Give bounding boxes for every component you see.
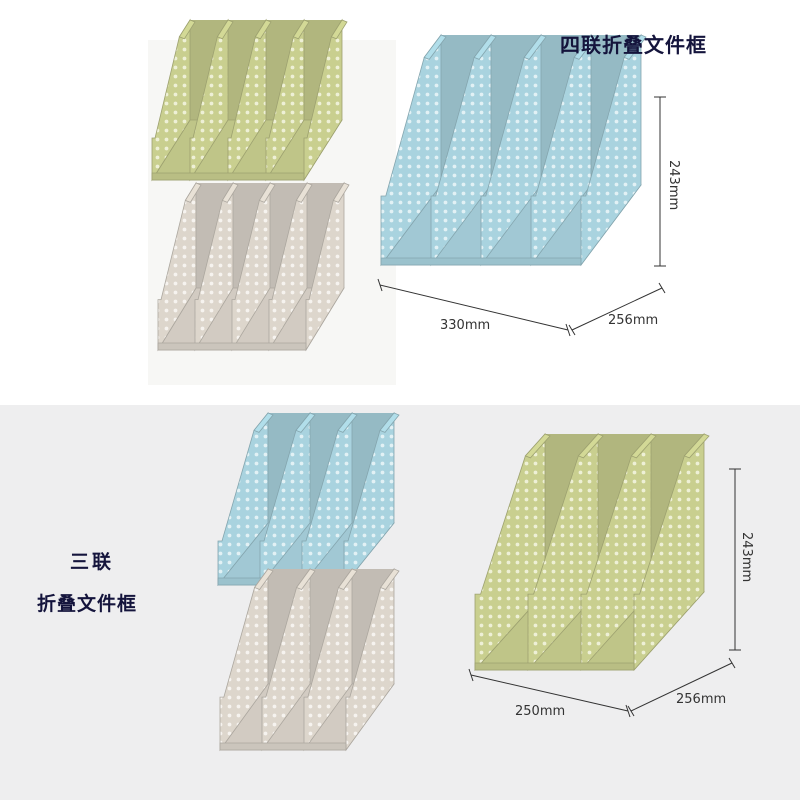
box-rim	[337, 568, 358, 590]
box-rim	[473, 34, 497, 60]
depth-dimension-line	[627, 657, 736, 717]
box-rim	[337, 412, 358, 433]
box-front-lip	[219, 742, 347, 751]
box-rim	[379, 568, 400, 590]
box-rim	[292, 19, 310, 40]
box-rim	[524, 433, 551, 459]
three-slot-file-box-beige	[219, 567, 400, 752]
product-title-three-slot-line1: 三联	[70, 551, 115, 573]
box-rim	[683, 433, 710, 459]
four-slot-file-box-blue	[380, 33, 647, 267]
box-rim	[523, 34, 547, 60]
box-rim	[184, 182, 202, 203]
height-dimension-label: 243mm	[739, 532, 754, 582]
top-product-photo: 243mm 330mm 256mm	[151, 18, 681, 352]
width-dimension-label: 250mm	[515, 704, 565, 719]
box-rim	[295, 568, 316, 590]
box-rim	[253, 412, 274, 433]
four-slot-file-box-beige	[157, 181, 350, 352]
three-slot-file-box-blue	[217, 411, 400, 587]
box-rim	[332, 182, 350, 203]
box-rim	[623, 34, 647, 60]
box-rim	[573, 34, 597, 60]
box-front-lip	[157, 342, 307, 351]
height-dimension-label: 243mm	[666, 160, 681, 210]
box-rim	[630, 433, 657, 459]
box-rim	[295, 182, 313, 203]
top-section: 243mm 330mm 256mm 四联折叠文件框	[151, 18, 707, 352]
product-title-three-slot-line2: 折叠文件框	[37, 593, 138, 615]
box-rim	[253, 568, 274, 590]
depth-dimension-label: 256mm	[676, 692, 726, 707]
box-rim	[295, 412, 316, 433]
height-dimension-line	[729, 468, 741, 651]
box-front-lip	[151, 172, 305, 181]
box-front-lip	[380, 257, 582, 266]
box-rim	[178, 19, 196, 40]
box-front-lip	[474, 662, 635, 671]
depth-dimension-label: 256mm	[608, 313, 658, 328]
product-title-four-slot: 四联折叠文件框	[560, 33, 707, 57]
height-dimension-line	[654, 96, 666, 267]
bottom-product-photo: 243mm 250mm 256mm	[217, 411, 754, 752]
width-dimension-label: 330mm	[440, 318, 490, 333]
depth-dimension-line	[568, 282, 666, 336]
box-rim	[379, 412, 400, 433]
four-slot-file-box-green	[151, 18, 348, 182]
width-dimension-line	[377, 278, 571, 337]
bottom-section: 243mm 250mm 256mm 三联 折叠文件框	[0, 405, 800, 800]
box-rim	[577, 433, 604, 459]
three-slot-file-box-green	[474, 432, 710, 672]
box-rim	[258, 182, 276, 203]
box-rim	[254, 19, 272, 40]
box-rim	[216, 19, 234, 40]
box-rim	[221, 182, 239, 203]
width-dimension-line	[468, 668, 631, 718]
box-rim	[330, 19, 348, 40]
box-rim	[423, 34, 447, 60]
